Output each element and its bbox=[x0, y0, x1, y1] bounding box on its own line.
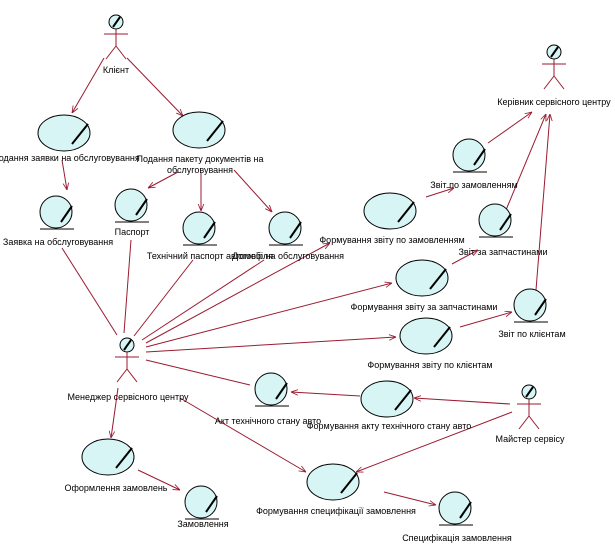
entity-clients-report-label: Звіт по клієнтам bbox=[498, 329, 565, 339]
entity-circle-icon bbox=[184, 485, 218, 519]
use-case-ellipse-icon bbox=[399, 317, 453, 355]
edge-submit-request-request bbox=[61, 159, 67, 190]
actor-manager-label: Менеджер сервісного центру bbox=[67, 392, 189, 402]
edge-form-orders-orders-report bbox=[425, 188, 454, 198]
edge-contract-manager bbox=[141, 259, 265, 341]
usecase-form-clients-report-label: Формування звіту по клієнтам bbox=[367, 360, 492, 370]
usecase-submit-docs-label-2: обслуговування bbox=[167, 165, 233, 175]
entity-request-label: Заявка на обслуговування bbox=[3, 237, 113, 247]
usecase-form-parts-report[interactable] bbox=[395, 259, 449, 297]
edge-passport-manager bbox=[123, 239, 132, 334]
entity-circle-icon bbox=[438, 491, 472, 525]
edge-manager-form-spec bbox=[179, 397, 306, 472]
edge-manager-form-orders bbox=[145, 243, 330, 344]
edge-form-condition-condition-act bbox=[291, 392, 361, 397]
entity-circle-icon bbox=[513, 288, 547, 322]
edge-clients-report-head bbox=[535, 114, 550, 291]
edge-parts-report-head bbox=[505, 114, 547, 211]
edges bbox=[61, 57, 550, 505]
entity-spec-label: Специфікація замовлення bbox=[402, 533, 512, 543]
entity-circle-icon bbox=[478, 203, 512, 237]
use-case-ellipse-icon bbox=[172, 111, 226, 149]
usecase-form-condition-act-label: Формування акту технічного стану авто bbox=[307, 421, 472, 431]
use-case-ellipse-icon bbox=[37, 114, 91, 152]
entity-spec[interactable] bbox=[438, 491, 473, 526]
edge-condition-act-manager bbox=[145, 359, 251, 386]
usecase-form-clients-report[interactable] bbox=[399, 317, 453, 355]
edge-form-spec-spec bbox=[383, 491, 436, 505]
edge-submit-docs-passport bbox=[148, 171, 179, 188]
edge-tech-passport-manager bbox=[133, 259, 194, 337]
entity-circle-icon bbox=[268, 211, 302, 245]
entity-orders-report-label: Звіт по замовленням bbox=[430, 180, 517, 190]
entity-condition-act[interactable] bbox=[254, 372, 289, 407]
usecase-submit-docs[interactable] bbox=[172, 111, 226, 149]
edge-master-form-condition bbox=[414, 398, 511, 405]
use-case-ellipse-icon bbox=[363, 192, 417, 230]
usecase-form-spec[interactable] bbox=[306, 463, 360, 501]
entity-contract-label: Договір на обслуговування bbox=[232, 251, 344, 261]
usecase-submit-request[interactable] bbox=[37, 114, 91, 152]
usecase-submit-docs-label-1: Подання пакету документів на bbox=[137, 154, 264, 164]
entity-circle-icon bbox=[254, 372, 288, 406]
entity-circle-icon bbox=[452, 138, 486, 172]
usecase-form-parts-report-label: Формування звіту за запчастинами bbox=[351, 302, 498, 312]
edge-manager-form-clients bbox=[145, 337, 396, 353]
entity-parts-report-label: Звіт за запчастинами bbox=[458, 247, 547, 257]
edge-client-submit-request bbox=[72, 57, 105, 113]
edge-orders-report-head bbox=[487, 112, 532, 144]
entity-circle-icon bbox=[114, 188, 148, 222]
entity-passport[interactable] bbox=[114, 188, 149, 223]
actor-master-label: Майстер сервісу bbox=[496, 434, 565, 444]
use-case-ellipse-icon bbox=[395, 259, 449, 297]
entity-orders-report[interactable] bbox=[452, 138, 487, 173]
actor-client[interactable] bbox=[104, 14, 128, 60]
entity-clients-report[interactable] bbox=[513, 288, 548, 323]
entity-tech-passport[interactable] bbox=[182, 211, 217, 246]
entity-order[interactable] bbox=[184, 485, 219, 520]
edge-client-submit-docs bbox=[126, 57, 183, 116]
usecase-form-orders-report-label: Формування звіту по замовленням bbox=[319, 235, 464, 245]
usecase-submit-request-label: Подання заявки на обслуговування bbox=[0, 153, 140, 163]
edge-place-order-order bbox=[137, 469, 180, 490]
entity-circle-icon bbox=[39, 195, 73, 229]
entity-passport-label: Паспорт bbox=[115, 227, 150, 237]
entity-order-label: Замовлення bbox=[177, 519, 228, 529]
entity-contract[interactable] bbox=[268, 211, 303, 246]
edge-manager-place-order bbox=[111, 387, 119, 438]
actor-client-label: Клієнт bbox=[103, 65, 129, 75]
usecase-form-spec-label: Формування специфікації замовлення bbox=[256, 506, 416, 516]
entity-request[interactable] bbox=[39, 195, 74, 230]
edge-form-parts-parts-report bbox=[451, 250, 478, 265]
use-case-ellipse-icon bbox=[81, 438, 135, 476]
actor-master[interactable] bbox=[517, 384, 541, 430]
edge-form-clients-clients-report bbox=[459, 312, 512, 328]
entity-parts-report[interactable] bbox=[478, 203, 513, 238]
actor-manager[interactable] bbox=[115, 337, 139, 383]
edge-master-form-spec bbox=[356, 411, 513, 472]
actor-head-label: Керівник сервісного центру bbox=[497, 97, 611, 107]
entity-circle-icon bbox=[182, 211, 216, 245]
usecase-place-order[interactable] bbox=[81, 438, 135, 476]
use-case-ellipse-icon bbox=[360, 380, 414, 418]
usecase-place-order-label: Оформлення замовлень bbox=[65, 483, 168, 493]
edge-manager-form-parts bbox=[145, 283, 392, 348]
entity-condition-act-label: Акт технічного стану авто bbox=[215, 416, 321, 426]
usecase-form-orders-report[interactable] bbox=[363, 192, 417, 230]
edge-submit-docs-contract bbox=[233, 169, 272, 212]
usecase-form-condition-act[interactable] bbox=[360, 380, 414, 418]
actor-head[interactable] bbox=[542, 44, 566, 90]
edge-request-manager bbox=[61, 247, 118, 336]
use-case-ellipse-icon bbox=[306, 463, 360, 501]
entity-tech-passport-label: Технічний паспорт автомобіля bbox=[147, 251, 273, 261]
